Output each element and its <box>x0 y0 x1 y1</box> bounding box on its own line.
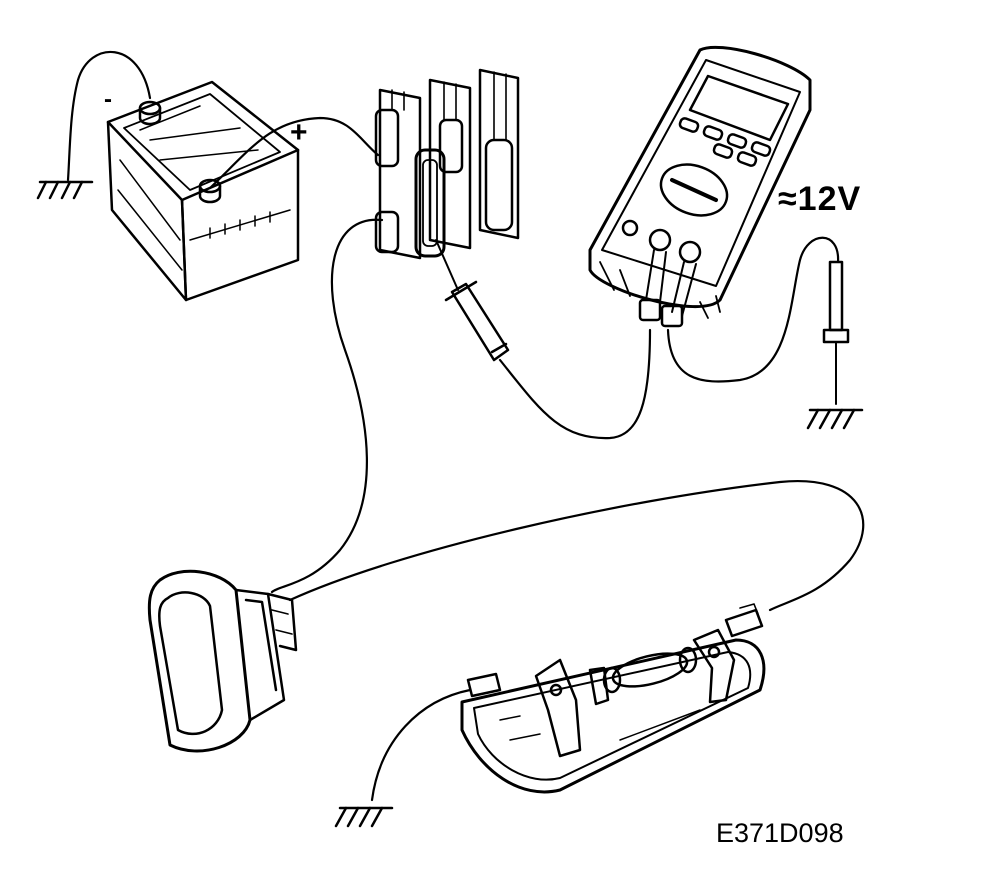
ground-symbol-icon <box>334 806 394 828</box>
ground-symbol-icon <box>36 180 94 200</box>
test-probe-icon <box>435 239 510 362</box>
meter-to-ground-wire <box>666 236 840 383</box>
ground-symbol-icon <box>806 408 864 430</box>
fuse-to-switch-wire <box>270 218 384 594</box>
battery-positive-wire <box>208 116 380 190</box>
battery-positive-label: + <box>290 116 308 149</box>
voltage-reading-label: ≈12V <box>778 180 862 218</box>
test-probe-icon <box>822 260 850 405</box>
switch-icon <box>147 569 298 753</box>
lamp-ground-wire <box>370 688 472 802</box>
wires <box>66 50 865 802</box>
figure-id-label: E371D098 <box>716 818 844 848</box>
fuse-box-icon <box>374 68 520 260</box>
probe-to-meter-wire <box>498 328 652 440</box>
multimeter-icon <box>588 45 812 328</box>
battery-negative-label: - <box>104 86 112 113</box>
battery-ground-wire <box>66 50 152 182</box>
lamp-housing-icon <box>460 603 766 794</box>
switch-to-lamp-wire <box>288 479 865 612</box>
battery-icon <box>106 80 300 302</box>
